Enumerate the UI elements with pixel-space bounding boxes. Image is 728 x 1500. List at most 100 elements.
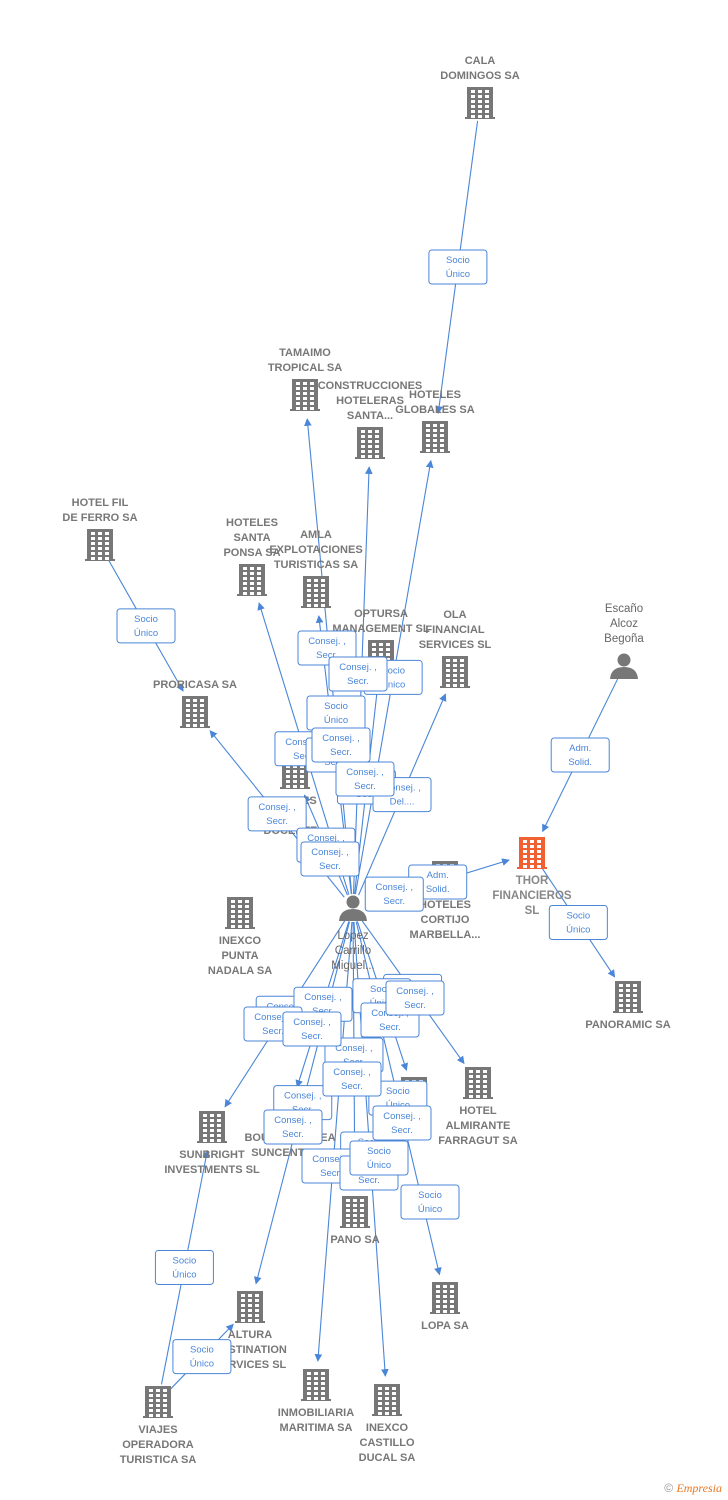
node-lopa[interactable]: LOPA SA	[421, 1282, 469, 1332]
edge-label-text: Adm.	[427, 870, 449, 881]
edge-label-box	[550, 737, 610, 773]
building-window	[346, 1219, 350, 1222]
node-label-cortijo: CORTIJO	[421, 914, 470, 926]
building-window	[379, 648, 383, 651]
building-window	[303, 397, 307, 400]
building-window	[303, 402, 307, 405]
building-window	[203, 1134, 207, 1137]
building-window	[248, 1309, 252, 1312]
edge-label-text: Socio	[367, 1146, 391, 1157]
node-panoramic[interactable]: PANORAMIC SA	[585, 981, 671, 1031]
node-pano[interactable]: PANO SA	[330, 1196, 380, 1246]
building-window	[530, 860, 534, 863]
building-window	[300, 765, 304, 768]
building-window	[200, 704, 204, 707]
building-window	[250, 592, 254, 595]
edge-label-text: Consej. ,	[346, 767, 384, 778]
edge-label-text: Secr.	[358, 1175, 380, 1186]
building-window	[450, 1300, 454, 1303]
building-icon	[301, 576, 331, 608]
node-label-tamaimo: TAMAIMO	[279, 347, 331, 359]
building-window	[537, 855, 541, 858]
edge-label-extra-10: Consej. ,Secr.	[322, 1061, 382, 1097]
node-construcciones[interactable]: CONSTRUCCIONESHOTELERASSANTA...	[318, 380, 423, 459]
building-window	[440, 424, 444, 427]
building-window	[436, 1290, 440, 1293]
node-lopez[interactable]: LopezCarrilloMiguel...	[331, 895, 375, 973]
building-window	[436, 1285, 440, 1288]
building-window	[245, 915, 249, 918]
building-window	[300, 785, 304, 788]
edge-label-text: Secr.	[379, 1022, 401, 1033]
building-window	[248, 1299, 252, 1302]
building-window	[440, 429, 444, 432]
building-window	[460, 669, 464, 672]
building-window	[257, 572, 261, 575]
node-proricasa[interactable]: PRORICASA SA	[153, 679, 237, 728]
edge-label-text: Único	[324, 715, 348, 726]
building-window	[523, 855, 527, 858]
edge-label-text: Secr.	[316, 650, 338, 661]
building-window	[314, 1382, 318, 1385]
building-window	[296, 382, 300, 385]
building-window	[245, 925, 249, 928]
edge-label-text: Solid.	[568, 757, 592, 768]
building-window	[156, 1409, 160, 1412]
building-icon	[420, 421, 450, 453]
building-window	[91, 537, 95, 540]
edge-label-extra-4: Consej. ,Secr.	[335, 761, 395, 797]
building-window	[386, 658, 390, 661]
building-window	[446, 684, 450, 687]
building-window	[360, 1224, 364, 1227]
building-window	[378, 1412, 382, 1415]
building-window	[149, 1399, 153, 1402]
building-window	[307, 584, 311, 587]
building-window	[321, 1397, 325, 1400]
building-window	[633, 989, 637, 992]
building-window	[385, 1387, 389, 1390]
building-window	[483, 1075, 487, 1078]
building-window	[163, 1394, 167, 1397]
building-window	[537, 845, 541, 848]
building-window	[307, 1397, 311, 1400]
node-label-inmobiliaria: MARITIMA SA	[280, 1422, 353, 1434]
building-window	[321, 1387, 325, 1390]
building-window	[321, 579, 325, 582]
brand-logo[interactable]: Empresia	[676, 1481, 722, 1495]
building-window	[450, 1295, 454, 1298]
edge-label-box	[372, 1105, 432, 1141]
building-window	[375, 440, 379, 443]
building-window	[523, 850, 527, 853]
building-window	[300, 775, 304, 778]
building-window	[443, 1295, 447, 1298]
building-window	[378, 1407, 382, 1410]
building-window	[469, 1070, 473, 1073]
building-window	[530, 845, 534, 848]
building-window	[453, 674, 457, 677]
building-window	[314, 594, 318, 597]
building-window	[250, 582, 254, 585]
edge-label-box	[428, 249, 488, 285]
edge-label-text: Consej. ,	[376, 882, 414, 893]
building-window	[353, 1204, 357, 1207]
node-label-proricasa: PRORICASA SA	[153, 679, 237, 691]
building-window	[446, 679, 450, 682]
